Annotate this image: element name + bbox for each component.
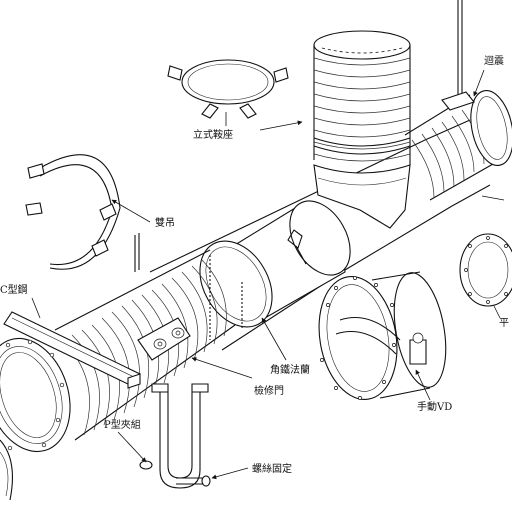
label-angle-flange: 角鐵法蘭 (270, 365, 310, 376)
leader-lines (31, 69, 505, 480)
c-steel-channel (3, 311, 141, 389)
flat-flange-part (459, 233, 512, 307)
manual-vd-part (318, 271, 447, 400)
label-double-hanger: 雙吊 (155, 218, 175, 229)
p-clamp-part (139, 383, 211, 489)
main-duct (149, 119, 491, 351)
label-seismic: 迴震 (484, 56, 504, 67)
flex-duct-left (0, 249, 236, 501)
label-c-steel: C型鋼 (0, 285, 28, 296)
inspection-door-panel (137, 317, 191, 361)
label-screw-fix: 螺絲固定 (252, 464, 292, 475)
threaded-rods (134, 233, 243, 340)
vertical-branch-duct (313, 30, 411, 229)
double-hanger-part (25, 154, 121, 270)
label-p-clamp: P型夾組 (104, 420, 141, 431)
saddle-part (167, 59, 289, 119)
label-inspection-door: 檢修門 (254, 386, 284, 397)
label-manual-vd: 手動VD (417, 402, 453, 413)
label-saddle: 立式鞍座 (193, 130, 233, 141)
label-flat-flange: 平 (499, 318, 509, 329)
flex-duct-right (404, 0, 512, 201)
